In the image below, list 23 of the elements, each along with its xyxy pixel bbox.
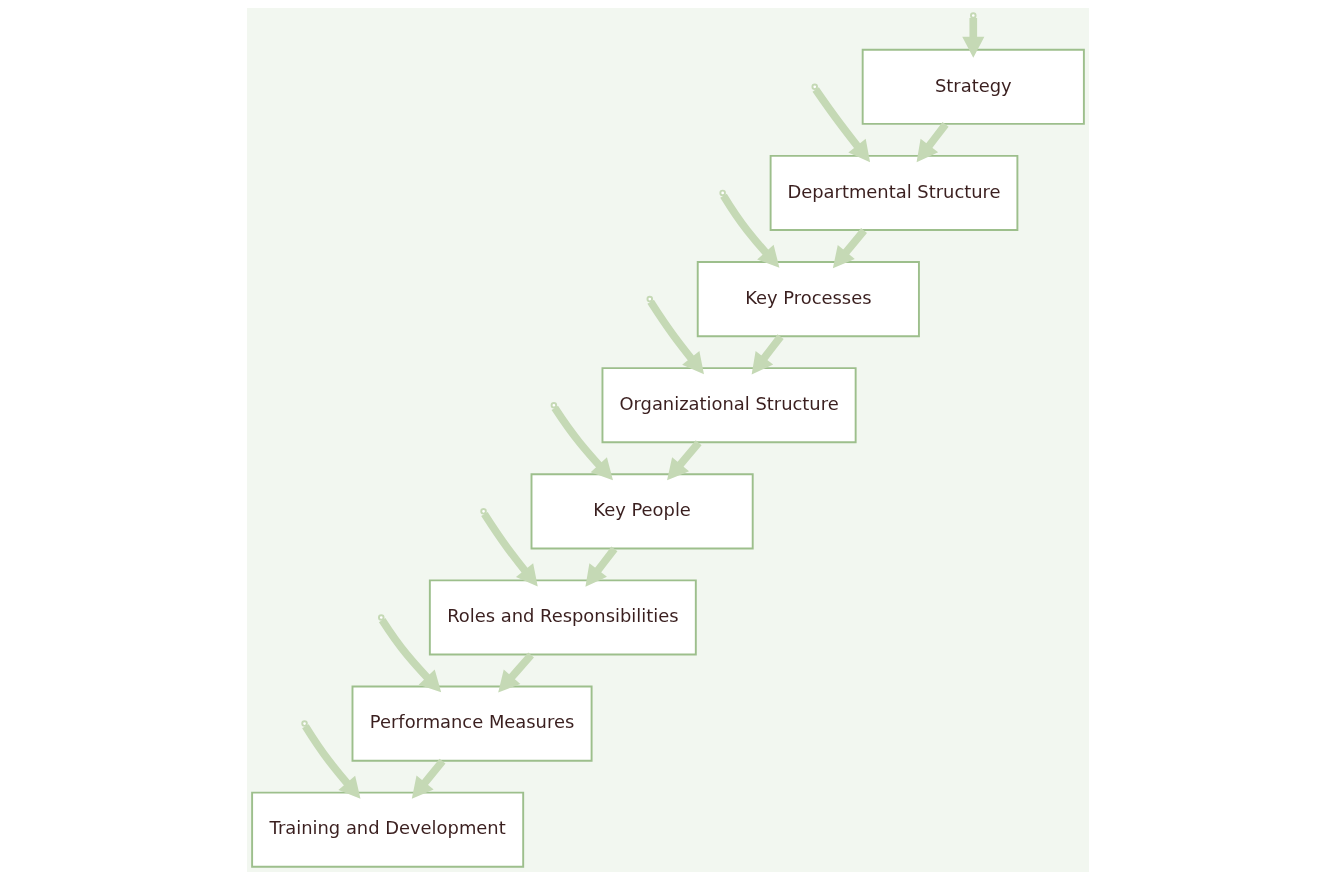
arrow: [667, 440, 702, 481]
arrow: [302, 724, 361, 799]
arrow: [720, 193, 780, 268]
arrow: [411, 758, 446, 799]
arrow: [585, 546, 618, 587]
node-box: Strategy: [861, 48, 1085, 125]
node-box: Training and Development: [251, 791, 525, 868]
node-box: Key Processes: [696, 261, 920, 338]
arrow: [481, 511, 538, 587]
node-box: Roles and Responsibilities: [428, 579, 697, 656]
arrow: [498, 652, 534, 693]
arrow: [832, 228, 867, 269]
node-box: Departmental Structure: [769, 154, 1019, 231]
arrow: [962, 17, 985, 58]
arrow: [751, 334, 784, 375]
node-box: Key People: [530, 473, 754, 550]
arrow: [551, 405, 613, 481]
arrow: [812, 87, 871, 163]
arrow: [647, 299, 704, 375]
node-box: Performance Measures: [351, 685, 593, 762]
arrow: [378, 618, 442, 693]
arrow: [916, 122, 949, 163]
node-box: Organizational Structure: [601, 367, 857, 444]
